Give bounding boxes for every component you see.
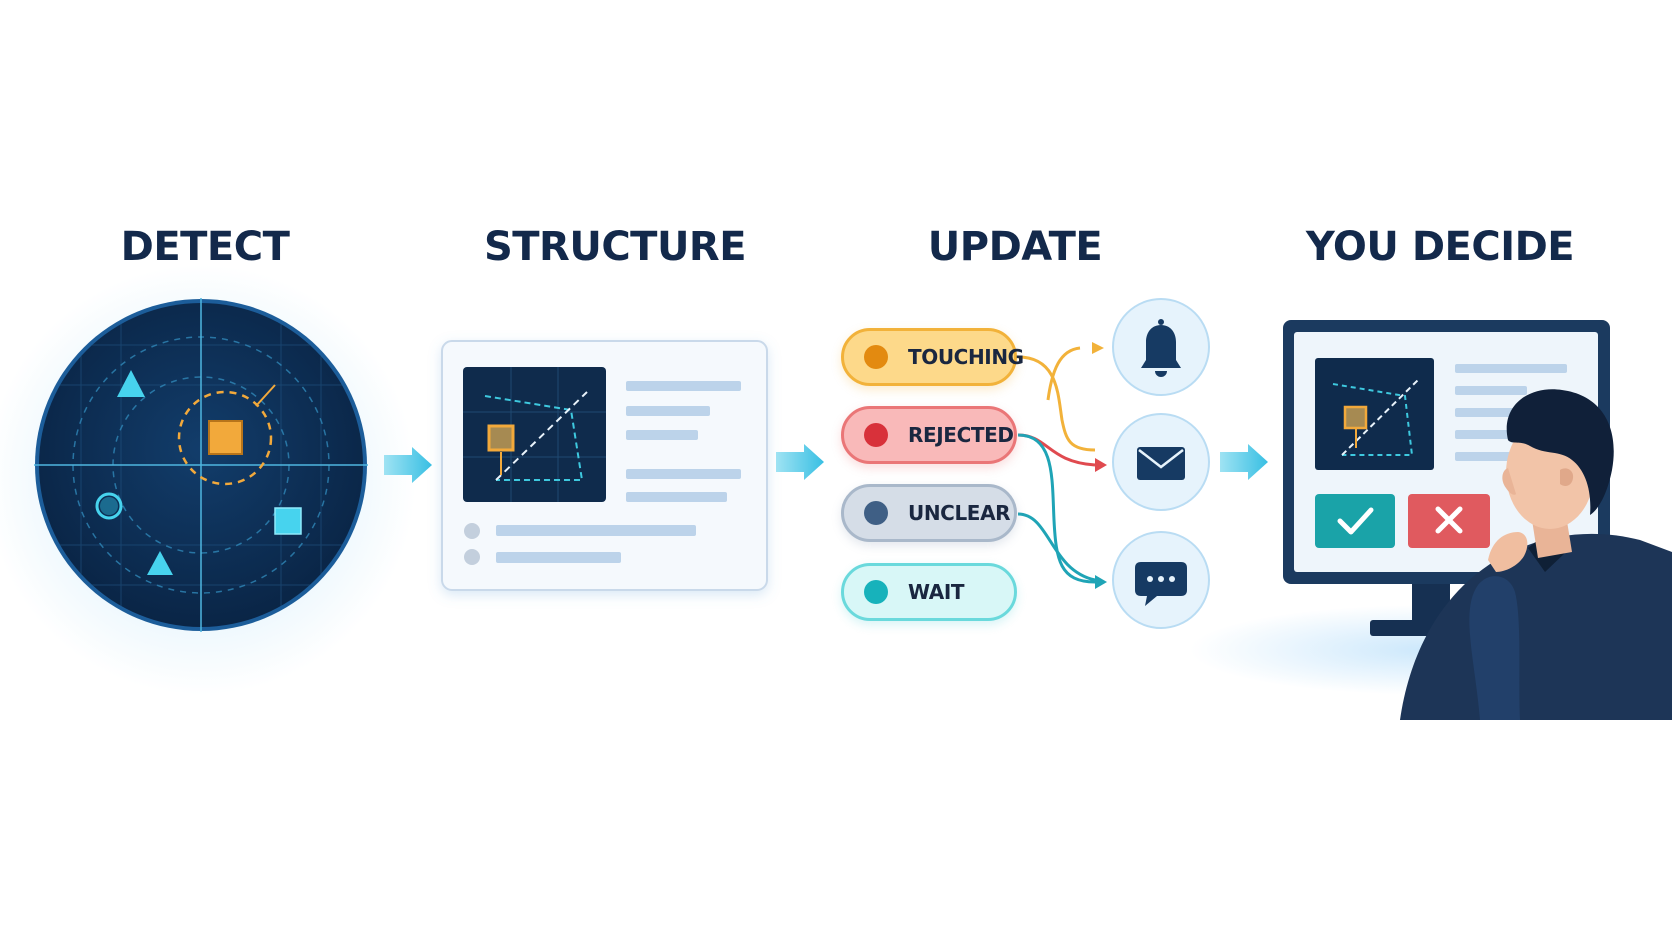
reviewer-person (1400, 389, 1672, 720)
reject-button[interactable] (1408, 494, 1490, 548)
approve-button[interactable] (1315, 494, 1395, 548)
status-pill-unclear[interactable]: UNCLEAR (841, 484, 1017, 542)
status-dot (864, 345, 888, 369)
radar-scope (0, 265, 416, 695)
chat-notification (1112, 531, 1210, 629)
status-pill-rejected[interactable]: REJECTED (841, 406, 1017, 464)
triangle-target-icon (117, 370, 145, 397)
detected-square-icon (208, 420, 243, 455)
square-target-icon (274, 507, 302, 535)
highlight-ring (177, 390, 273, 486)
stage-title-detect: DETECT (120, 224, 290, 270)
status-dot (864, 423, 888, 447)
flow-arrow-icon (1220, 444, 1268, 480)
triangle-target-icon (147, 551, 173, 575)
flow-arrow-icon (776, 444, 824, 480)
checkmark-icon (1337, 507, 1374, 535)
circle-target-icon (95, 492, 123, 520)
status-label: UNCLEAR (908, 501, 1011, 525)
x-mark-icon (1435, 506, 1463, 534)
email-notification (1112, 413, 1210, 511)
status-label: REJECTED (908, 423, 1014, 447)
flow-arrow-icon (384, 447, 432, 483)
status-label: TOUCHING (908, 345, 1024, 369)
status-pill-wait[interactable]: WAIT (841, 563, 1017, 621)
bell-icon (1141, 325, 1181, 368)
chat-bubble-icon (1135, 562, 1187, 606)
status-dot (864, 580, 888, 604)
stage-title-update: UPDATE (927, 224, 1103, 270)
bell-notification (1112, 298, 1210, 396)
snapshot-thumbnail (1315, 358, 1434, 470)
status-pill-touching[interactable]: TOUCHING (841, 328, 1024, 386)
status-dot (864, 501, 888, 525)
status-label: WAIT (908, 580, 965, 604)
routing-lines (1017, 346, 1096, 584)
stage-title-you-decide: YOU DECIDE (1305, 224, 1575, 270)
snapshot-thumbnail (463, 367, 606, 502)
stage-title-structure: STRUCTURE (483, 224, 747, 270)
structured-card (441, 340, 768, 591)
envelope-icon (1137, 447, 1185, 480)
